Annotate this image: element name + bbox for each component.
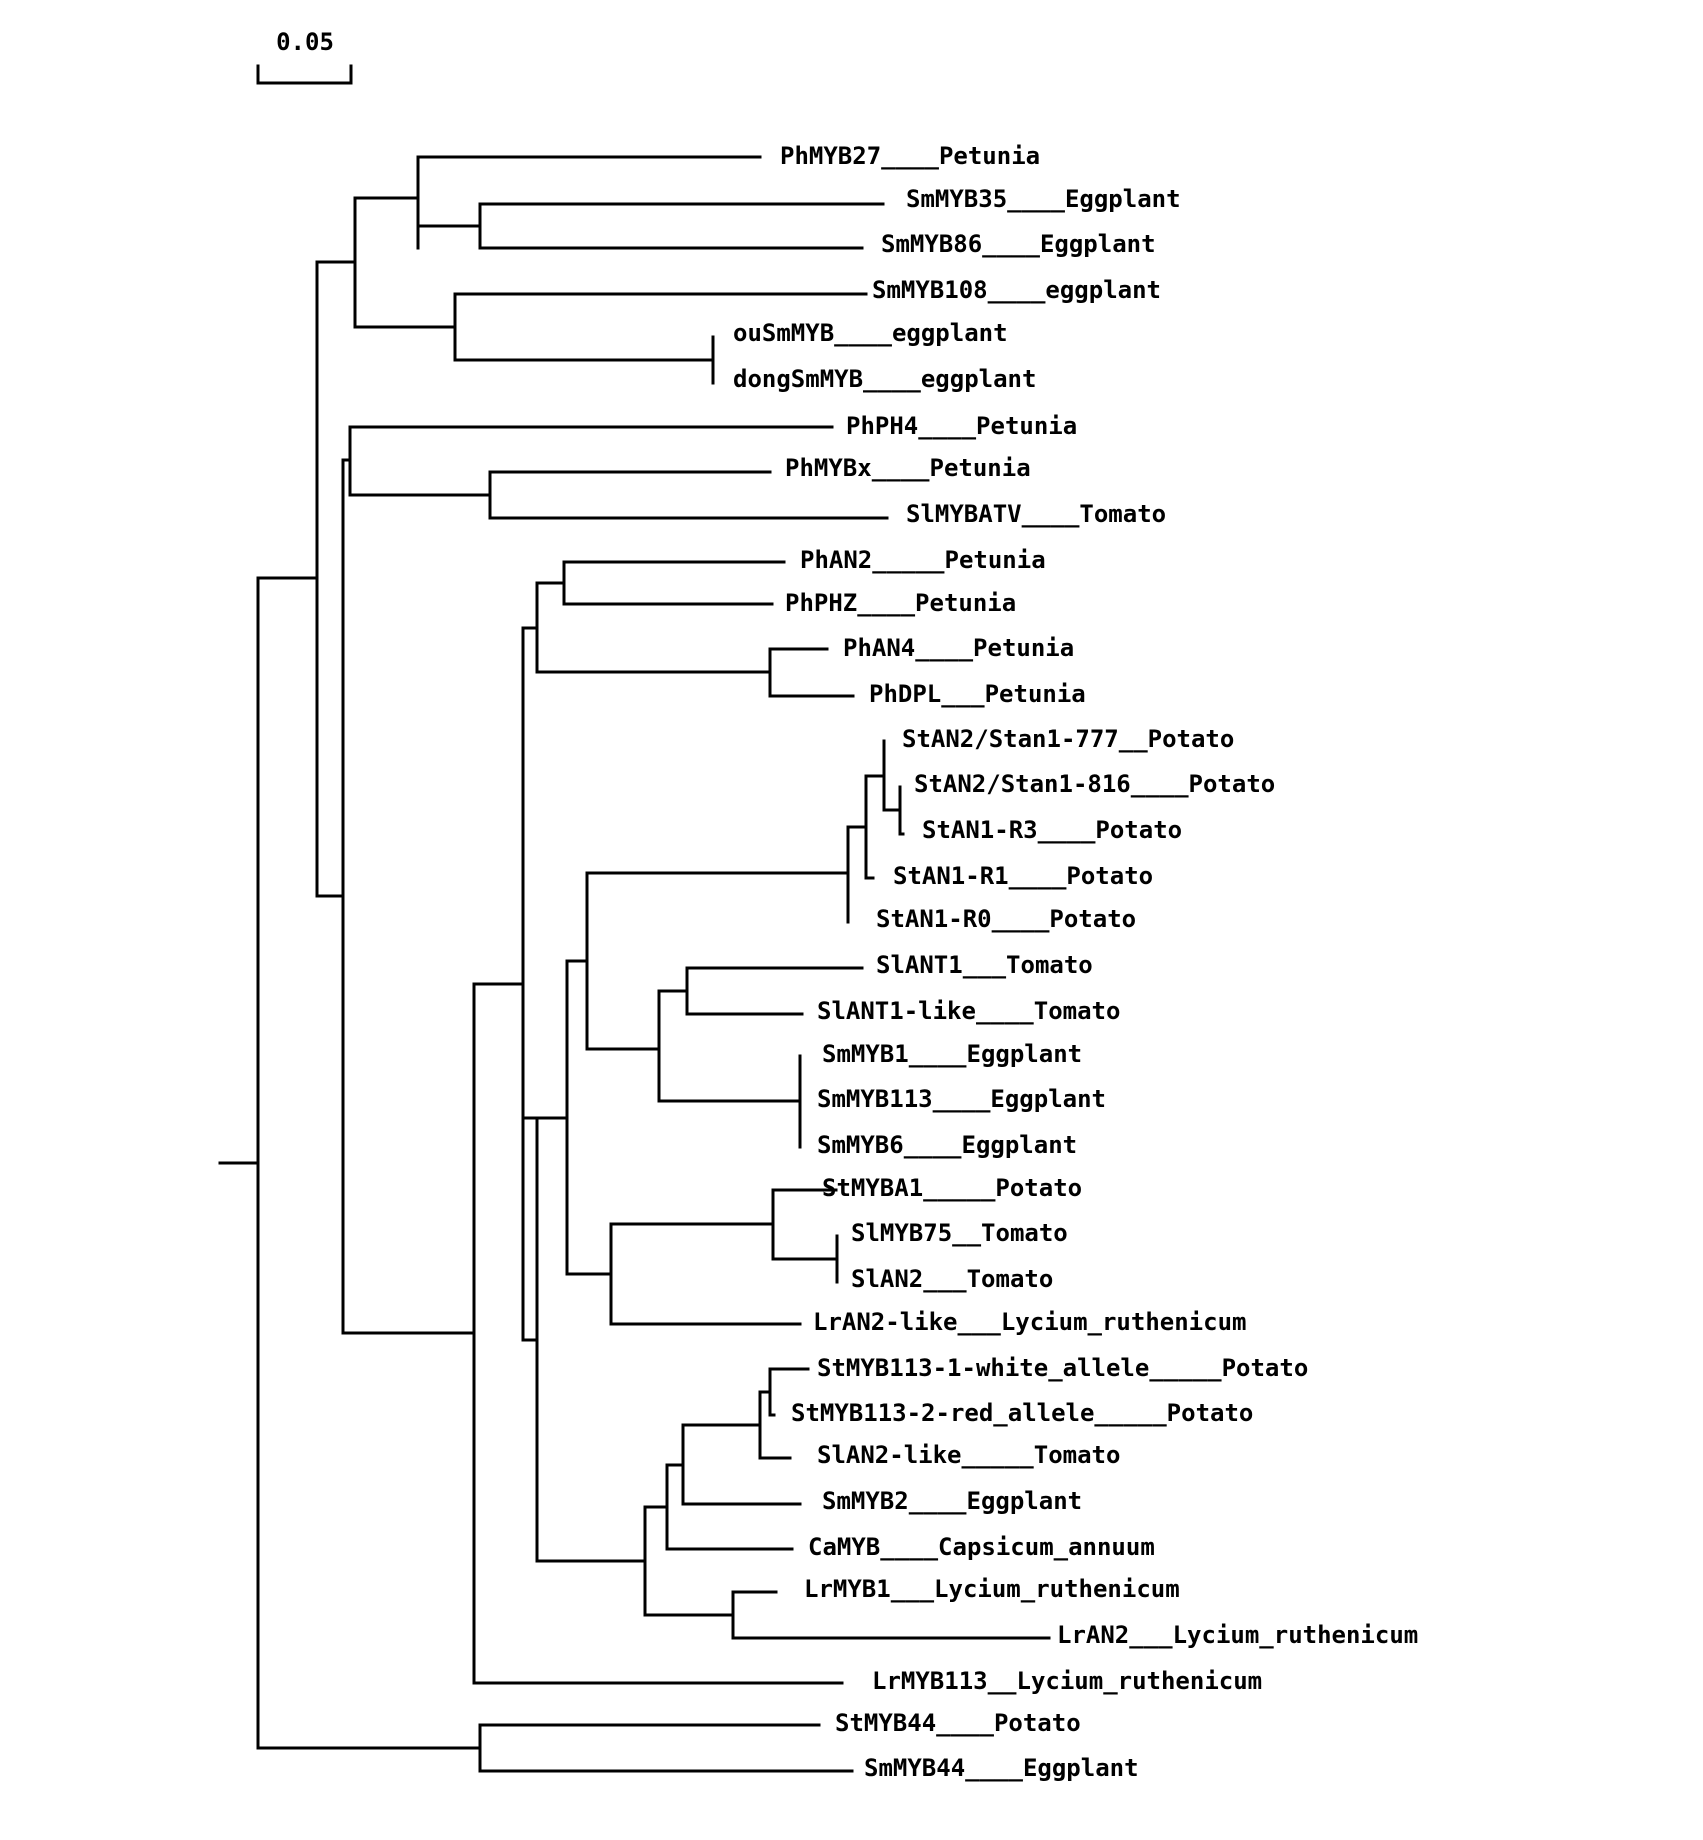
taxon-label: StAN1-R0____Potato bbox=[876, 905, 1136, 933]
taxon-label: PhMYB27____Petunia bbox=[780, 142, 1040, 170]
taxon-label: PhPH4____Petunia bbox=[846, 412, 1077, 440]
taxon-label: SmMYB1____Eggplant bbox=[822, 1040, 1082, 1068]
tree-branches bbox=[218, 155, 1051, 1773]
taxon-label: ouSmMYB____eggplant bbox=[733, 319, 1008, 347]
taxon-label: LrMYB113__Lycium_ruthenicum bbox=[872, 1667, 1262, 1695]
taxon-label: SlANT1-like____Tomato bbox=[817, 997, 1120, 1025]
taxon-label: CaMYB____Capsicum_annuum bbox=[808, 1533, 1155, 1561]
taxon-label: PhAN2_____Petunia bbox=[800, 546, 1046, 574]
scale-bar-label: 0.05 bbox=[276, 28, 334, 56]
taxon-label: SlANT1___Tomato bbox=[876, 951, 1093, 979]
taxon-label: SmMYB44____Eggplant bbox=[864, 1754, 1139, 1782]
taxon-label: SlMYBATV____Tomato bbox=[906, 500, 1166, 528]
taxon-label: LrAN2-like___Lycium_ruthenicum bbox=[813, 1308, 1246, 1336]
taxon-label: SlMYB75__Tomato bbox=[851, 1219, 1068, 1247]
taxon-label: SmMYB2____Eggplant bbox=[822, 1487, 1082, 1515]
taxon-label: LrAN2___Lycium_ruthenicum bbox=[1057, 1621, 1418, 1649]
taxon-label: StMYB113-2-red_allele_____Potato bbox=[791, 1399, 1253, 1427]
taxon-label: PhPHZ____Petunia bbox=[785, 589, 1016, 617]
taxon-label: StAN2/Stan1-816____Potato bbox=[914, 770, 1275, 798]
taxon-label: LrMYB1___Lycium_ruthenicum bbox=[804, 1575, 1180, 1603]
taxon-label: SmMYB35____Eggplant bbox=[906, 185, 1181, 213]
taxon-label: PhDPL___Petunia bbox=[869, 680, 1086, 708]
taxon-labels: PhMYB27____PetuniaSmMYB35____EggplantSmM… bbox=[733, 142, 1418, 1782]
taxon-label: dongSmMYB____eggplant bbox=[733, 365, 1036, 393]
taxon-label: StAN2/Stan1-777__Potato bbox=[902, 725, 1234, 753]
taxon-label: StAN1-R3____Potato bbox=[922, 816, 1182, 844]
taxon-label: SmMYB108____eggplant bbox=[872, 276, 1161, 304]
taxon-label: SmMYB6____Eggplant bbox=[817, 1131, 1077, 1159]
taxon-label: SlAN2___Tomato bbox=[851, 1265, 1053, 1293]
taxon-label: StMYB113-1-white_allele_____Potato bbox=[817, 1354, 1308, 1382]
taxon-label: StAN1-R1____Potato bbox=[893, 862, 1153, 890]
taxon-label: SlAN2-like_____Tomato bbox=[817, 1441, 1120, 1469]
taxon-label: PhMYBx____Petunia bbox=[785, 454, 1031, 482]
taxon-label: StMYB44____Potato bbox=[835, 1709, 1081, 1737]
taxon-label: SmMYB86____Eggplant bbox=[881, 230, 1156, 258]
taxon-label: PhAN4____Petunia bbox=[843, 634, 1074, 662]
taxon-label: SmMYB113____Eggplant bbox=[817, 1085, 1106, 1113]
scale-bar: 0.05 bbox=[256, 28, 353, 85]
taxon-label: StMYBA1_____Potato bbox=[822, 1174, 1082, 1202]
